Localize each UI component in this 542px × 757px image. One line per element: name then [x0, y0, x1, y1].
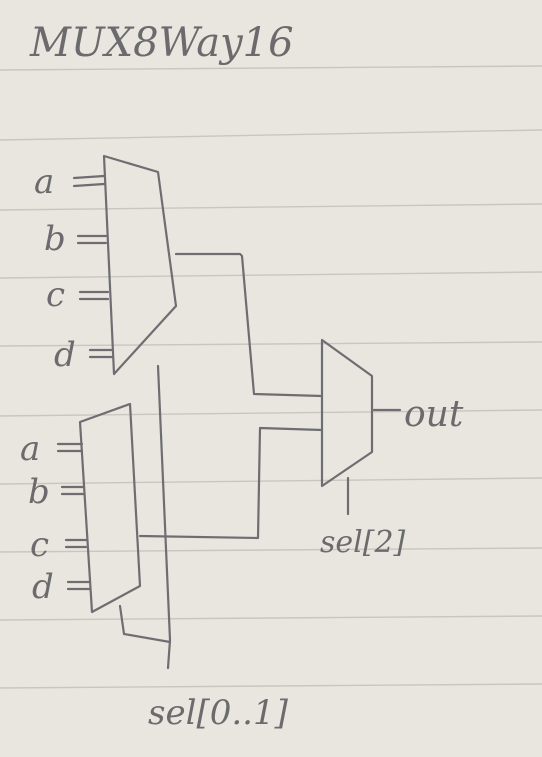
output-label: out: [404, 394, 464, 435]
upper-to-output-wire: [174, 252, 324, 398]
shared-select-label: sel[0..1]: [148, 693, 289, 733]
lower-select-wire: [118, 604, 172, 644]
lower-wire-a: [56, 442, 84, 453]
lower-mux-input-a: a: [20, 429, 40, 469]
lower-wire-c: [64, 538, 88, 549]
lower-mux-input-d: d: [32, 567, 54, 607]
output-select-label: sel[2]: [320, 525, 406, 560]
upper-mux-body: [102, 154, 178, 376]
output-mux: out sel[2]: [320, 338, 464, 560]
lower-mux: a b c d: [20, 402, 142, 614]
shared-select-wire: [156, 364, 172, 670]
lower-wire-d: [66, 580, 92, 591]
ruled-lines: [0, 65, 542, 689]
upper-wire-c: [78, 290, 110, 301]
lower-wire-b: [60, 485, 86, 496]
upper-mux-input-c: c: [46, 275, 65, 315]
upper-mux-input-b: b: [44, 219, 66, 259]
output-mux-body: [320, 338, 374, 488]
upper-wire-b: [76, 234, 108, 245]
upper-mux-input-d: d: [54, 335, 76, 375]
upper-wire-a: [72, 174, 106, 188]
lower-mux-body: [78, 402, 142, 614]
upper-wire-d: [88, 348, 114, 359]
lower-mux-input-b: b: [28, 472, 50, 512]
lower-mux-input-c: c: [30, 525, 49, 565]
page-title: MUX8Way16: [29, 20, 294, 66]
upper-mux: a b c d: [34, 154, 178, 376]
upper-mux-input-a: a: [34, 162, 54, 202]
lower-to-output-wire: [138, 426, 324, 540]
